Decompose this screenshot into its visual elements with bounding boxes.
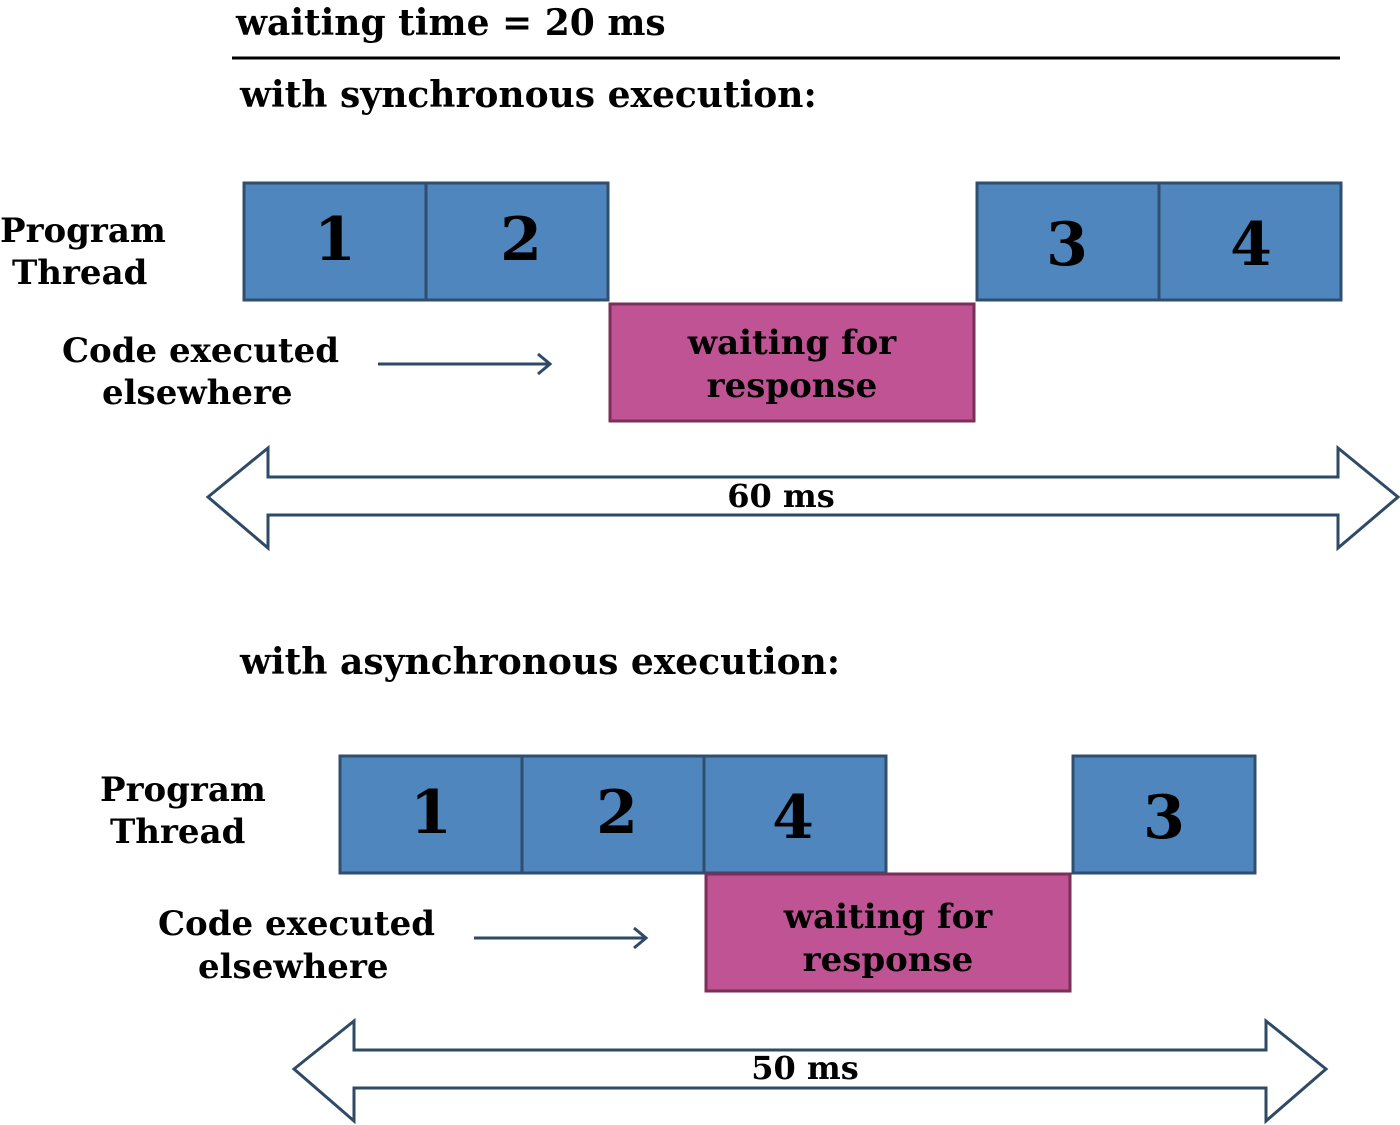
async-elsewhere-label-line1: Code executed <box>158 904 435 944</box>
sync-elsewhere-label-line2: elsewhere <box>102 373 293 413</box>
async-waiting-label-line1: waiting for <box>783 897 993 937</box>
async-block-1: 1 <box>338 754 524 875</box>
async-block-3-label: 3 <box>1143 783 1185 853</box>
async-block-4: 4 <box>702 754 888 875</box>
async-thread-label-line2: Thread <box>110 812 245 852</box>
async-elsewhere-label-line2: elsewhere <box>198 947 389 987</box>
sync-heading: with synchronous execution: <box>239 74 817 116</box>
async-waiting-block: waiting for response <box>704 872 1072 993</box>
sync-block-4: 4 <box>1157 181 1343 302</box>
sync-block-2: 2 <box>424 181 610 302</box>
sync-duration-arrow: 60 ms <box>205 444 1400 552</box>
sync-waiting-label-line1: waiting for <box>687 323 897 363</box>
sync-thread-label-line1: Program <box>0 211 166 251</box>
sync-waiting-label-line2: response <box>707 366 878 406</box>
async-duration-arrow: 50 ms <box>291 1017 1329 1125</box>
diagram-title: waiting time = 20 ms <box>235 2 666 44</box>
sync-block-1: 1 <box>242 181 428 302</box>
sync-block-3-label: 3 <box>1046 210 1088 280</box>
async-heading: with asynchronous execution: <box>239 641 840 683</box>
async-block-4-label: 4 <box>772 783 814 853</box>
async-section: with asynchronous execution: Program Thr… <box>100 641 1329 1125</box>
async-block-1-label: 1 <box>410 778 452 848</box>
sync-duration-label: 60 ms <box>727 477 835 515</box>
sync-block-4-label: 4 <box>1230 210 1272 280</box>
sync-block-2-label: 2 <box>500 205 542 275</box>
async-waiting-label-line2: response <box>803 940 974 980</box>
sync-thread-label-line2: Thread <box>12 253 147 293</box>
async-pointer-arrow <box>474 926 649 950</box>
async-block-2: 2 <box>520 754 706 875</box>
sync-elsewhere-label-line1: Code executed <box>62 331 339 371</box>
async-thread-label-line1: Program <box>100 770 266 810</box>
async-duration-label: 50 ms <box>751 1049 859 1087</box>
async-block-2-label: 2 <box>596 778 638 848</box>
sync-section: with synchronous execution: Program Thre… <box>0 74 1400 552</box>
sync-pointer-arrow <box>378 352 553 376</box>
sync-waiting-block: waiting for response <box>608 302 976 423</box>
sync-block-3: 3 <box>975 181 1161 302</box>
async-block-3: 3 <box>1071 754 1257 875</box>
sync-block-1-label: 1 <box>314 205 356 275</box>
